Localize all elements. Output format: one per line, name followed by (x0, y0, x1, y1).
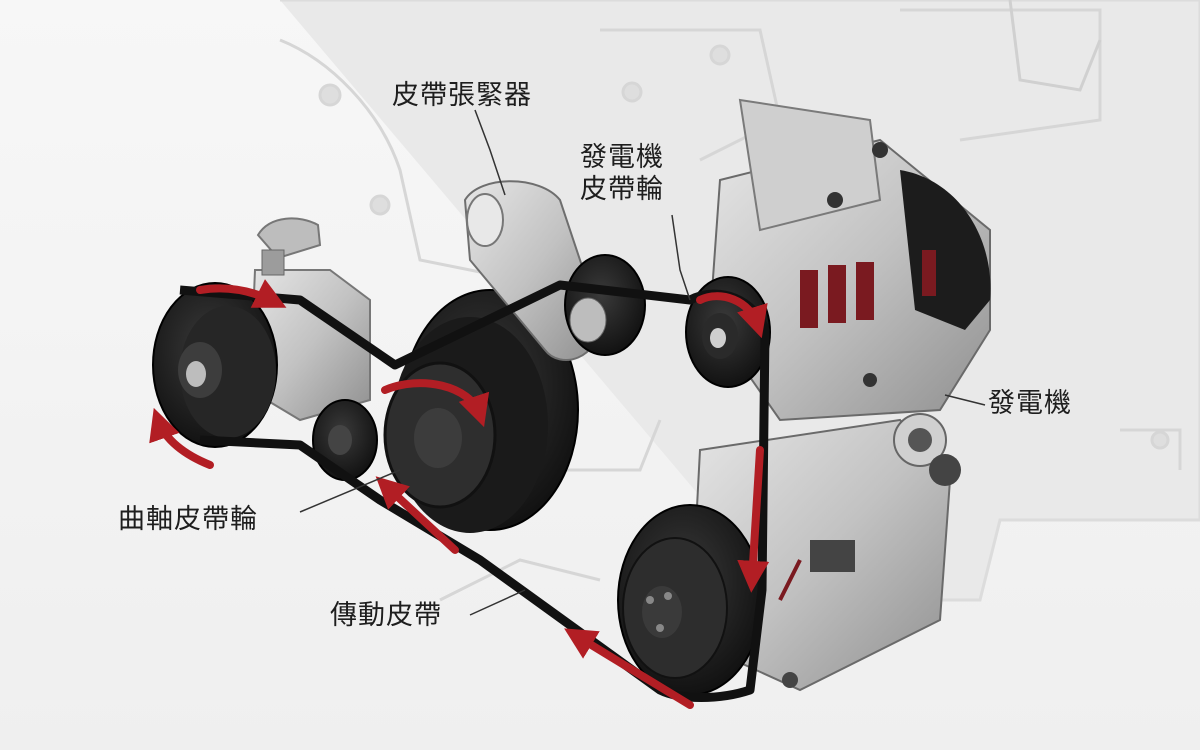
label-alternator-pulley: 發電機 皮帶輪 (580, 142, 664, 206)
leader-lines (299, 109, 986, 616)
label-crankshaft-pulley: 曲軸皮帶輪 (118, 504, 258, 535)
label-alternator: 發電機 (988, 388, 1072, 419)
ac-pulley (617, 504, 763, 696)
label-alternator-pulley-line1: 發電機 (580, 142, 664, 173)
label-drive-belt: 傳動皮帶 (330, 600, 442, 631)
label-alternator-pulley-line2: 皮帶輪 (580, 173, 664, 205)
left-pulley (152, 282, 278, 448)
alternator-body (708, 98, 991, 422)
label-belt-tensioner: 皮帶張緊器 (392, 80, 532, 111)
rotation-arrows (149, 279, 770, 709)
idler-pulley (312, 399, 378, 481)
tensioner-bracket (463, 180, 646, 361)
